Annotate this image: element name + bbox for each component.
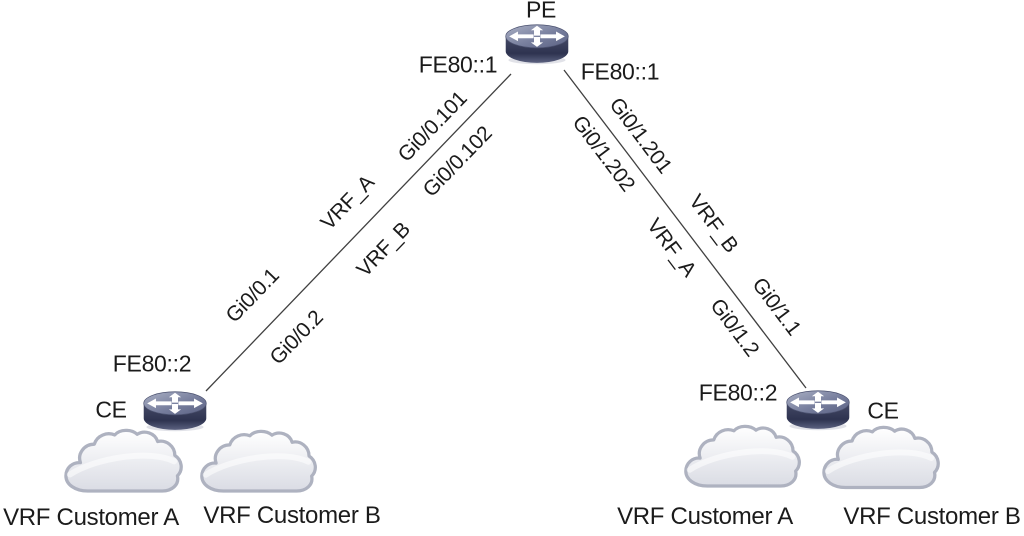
pe-router-icon [503,20,571,66]
cloud-icon-right-b [816,424,947,495]
ce-right-node-label: CE [867,397,899,424]
pe-left-address-label: FE80::1 [418,51,498,78]
link-line-pe-ce-right [563,69,807,389]
cloud-label-right-a: VRF Customer A [617,503,793,530]
cloud-icon-left-a [58,427,190,498]
cloud-icon-left-b [194,428,324,498]
ce-left-address-label: FE80::2 [112,350,192,377]
cloud-icon-right-a [678,423,808,493]
ce-right-address-label: FE80::2 [698,379,778,406]
cloud-label-left-b: VRF Customer B [203,502,381,529]
ce-left-node-label: CE [95,396,127,423]
cloud-label-right-b: VRF Customer B [843,503,1021,530]
cloud-label-left-a: VRF Customer A [3,504,179,531]
link-line-pe-ce-left [205,73,512,392]
pe-node-label: PE [525,0,557,23]
pe-right-address-label: FE80::1 [580,58,660,85]
